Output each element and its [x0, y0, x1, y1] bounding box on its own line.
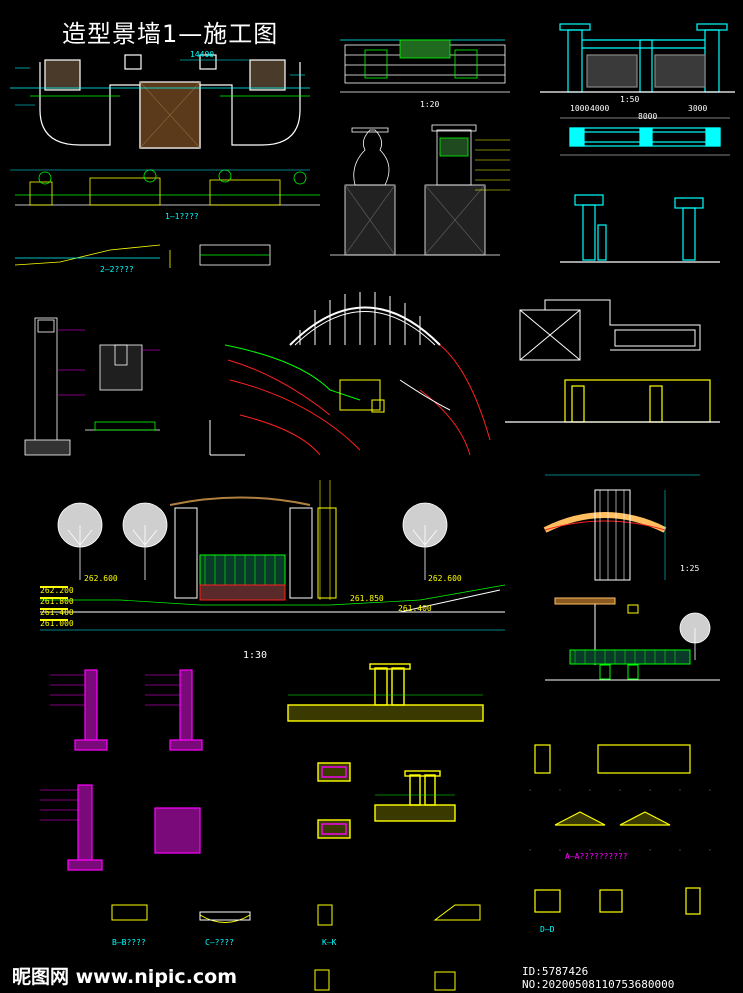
tree-4-icon — [679, 612, 711, 660]
cyan-column-details — [560, 194, 720, 263]
bottom-row-sections — [111, 904, 481, 991]
scale-label-1-20: 1:20 — [420, 100, 440, 109]
dim-14400: 14400 — [190, 50, 215, 59]
yellow-frame — [505, 379, 720, 423]
elevation-top-middle — [340, 39, 510, 93]
wall-section-leaders — [57, 329, 160, 396]
vase-leaders — [475, 139, 510, 191]
dot-grid — [529, 789, 711, 851]
magenta-sections — [67, 669, 203, 871]
elevation-261-400-b: 261.400 — [398, 604, 432, 613]
cyan-plan — [560, 117, 730, 156]
watermark-site: 昵图网 www.nipic.com — [12, 966, 238, 988]
scale-label-1-30: 1:30 — [243, 650, 268, 661]
section-label-2-2: 2—2???? — [100, 265, 134, 274]
magenta-leaders — [40, 674, 180, 821]
dim-4000: 4000 — [590, 104, 610, 113]
tree-3-icon — [402, 502, 448, 580]
tree-1-icon — [57, 502, 103, 580]
scale-label-1-50: 1:50 — [620, 95, 640, 104]
elevation-262-600-right: 262.600 — [428, 574, 462, 583]
wall-section-left — [24, 317, 160, 456]
arch-plan — [209, 292, 491, 456]
section-2-2 — [14, 244, 271, 268]
section-label-1-1: 1—1???? — [165, 212, 199, 221]
dim-1000: 1000 — [570, 104, 590, 113]
watermark-id: ID:5787426 NO:20200508110753680000 — [522, 965, 675, 991]
elevation-262-200: 262.200 — [40, 586, 74, 595]
elevation-262-600-left: 262.600 — [84, 574, 118, 583]
elevation-261-850: 261.850 — [350, 594, 384, 603]
section-label-c-c: C—???? — [205, 938, 234, 947]
elevation-markers — [40, 586, 68, 621]
yellow-t-sections — [287, 663, 484, 839]
square-plan — [519, 299, 701, 361]
vase-detail-left — [330, 127, 410, 256]
dim-8000: 8000 — [638, 112, 658, 121]
drawing-title: 造型景墙1—施工图 — [62, 20, 279, 48]
elevation-261-000: 261.000 — [40, 619, 74, 628]
dim-3000: 3000 — [688, 104, 708, 113]
lower-right-details — [534, 744, 701, 915]
plan-dims — [15, 59, 305, 106]
pergola-elevation — [40, 480, 506, 631]
cyan-elevation — [540, 23, 735, 93]
scale-label-1-25: 1:25 — [680, 564, 700, 573]
elevation-261-800: 261.800 — [40, 597, 74, 606]
section-label-b-b: B—B???? — [112, 938, 146, 947]
section-1-1 — [10, 169, 320, 206]
pergola-side-elevation — [545, 597, 720, 681]
arched-bench-plan — [543, 474, 700, 581]
elevation-261-400: 261.400 — [40, 608, 74, 617]
t-section-dims — [288, 694, 483, 796]
section-label-a-a: A—A?????????? — [565, 852, 628, 861]
section-label-d-d: D—D — [540, 925, 555, 934]
section-label-k-k: K—K — [322, 938, 337, 947]
trees — [57, 502, 711, 660]
vase-detail-right — [410, 124, 500, 256]
tree-2-icon — [122, 502, 168, 580]
plan-view-top — [10, 54, 310, 149]
